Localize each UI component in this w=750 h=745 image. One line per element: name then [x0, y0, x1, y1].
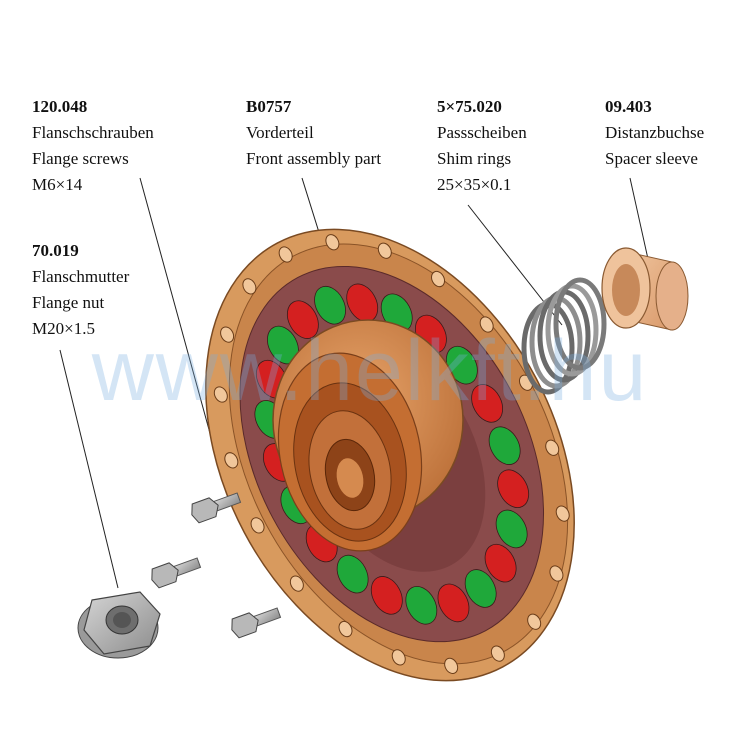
part-name-de: Flanschmutter [32, 267, 130, 286]
part-code: 09.403 [605, 97, 652, 116]
bearing-ball [471, 384, 504, 423]
label-flange-nut: 70.019 Flanschmutter Flange nut M20×1.5 [32, 238, 129, 342]
bearing-ball [497, 469, 530, 508]
part-name-en: Flange nut [32, 293, 105, 312]
part-code: B0757 [246, 97, 292, 116]
leader-spacer-sleeve [629, 177, 651, 269]
bolt-hole [431, 270, 446, 288]
label-flange-screws: 120.048 Flanschschrauben Flange screws M… [32, 94, 154, 198]
part-name-en: Spacer sleeve [605, 149, 698, 168]
part-code: 120.048 [32, 97, 88, 116]
flange-screw-2 [151, 557, 202, 589]
part-name-en: Front assembly part [246, 149, 382, 168]
flange-screw-3 [231, 607, 282, 639]
part-name-de: Distanzbuchse [605, 123, 705, 142]
bearing-ball [405, 586, 438, 625]
flange-nut [77, 591, 161, 659]
watermark-text: www.helkft.hu [91, 323, 649, 419]
bearing-ball [437, 583, 470, 623]
bolt-hole [242, 278, 257, 295]
bolt-hole [250, 517, 265, 534]
part-code: 70.019 [32, 241, 79, 260]
bolt-hole [479, 316, 494, 333]
bearing-ball [314, 285, 346, 325]
label-spacer-sleeve: 09.403 Distanzbuchse Spacer sleeve [605, 94, 704, 172]
bearing-ball [370, 576, 403, 615]
part-name-de: Passscheiben [437, 123, 527, 142]
bolt-hole [555, 505, 570, 522]
bolt-hole [289, 575, 304, 592]
bearing-ball [336, 554, 369, 594]
leader-flange-nut [59, 349, 119, 589]
bolt-hole [220, 326, 235, 343]
bolt-hole [213, 386, 228, 403]
bolt-hole [444, 657, 459, 674]
bolt-hole [549, 565, 564, 582]
part-name-en: Flange screws [32, 149, 129, 168]
shim-rings [521, 277, 607, 395]
part-spec: M20×1.5 [32, 319, 95, 338]
bearing-ball [495, 509, 528, 549]
bolt-hole [377, 242, 392, 259]
bolt-hole [391, 649, 406, 666]
bolt-hole [545, 439, 560, 456]
part-code: 5×75.020 [437, 97, 502, 116]
bolt-hole [527, 613, 542, 630]
part-name-en: Shim rings [437, 149, 512, 168]
part-name-de: Vorderteil [246, 123, 314, 142]
label-front-part: B0757 Vorderteil Front assembly part [246, 94, 381, 172]
part-name-de: Flanschschrauben [32, 123, 154, 142]
bolt-hole [278, 246, 293, 263]
bearing-ball [464, 569, 497, 608]
flange-screw-1 [191, 492, 242, 524]
part-spec: M6×14 [32, 175, 83, 194]
label-shim-rings: 5×75.020 Passscheiben Shim rings 25×35×0… [437, 94, 527, 198]
bearing-ball [484, 543, 517, 583]
hub-boss [272, 319, 464, 552]
bolt-hole [490, 645, 505, 662]
bolt-hole [338, 620, 353, 638]
bearing-ball [488, 426, 521, 465]
bolt-hole [325, 234, 340, 251]
bolt-hole [224, 452, 239, 469]
spacer-sleeve [601, 247, 689, 331]
bearing-ball [286, 300, 319, 339]
flange-bolt-holes [213, 234, 570, 674]
part-spec: 25×35×0.1 [437, 175, 512, 194]
